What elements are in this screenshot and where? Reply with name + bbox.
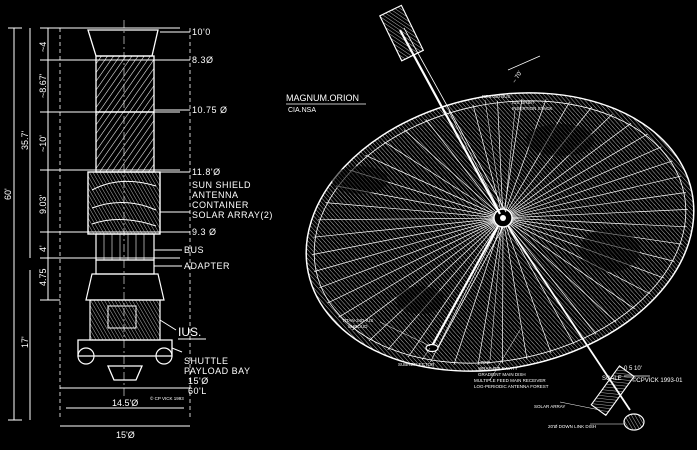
seg-dim-6: 4.75 <box>38 268 48 286</box>
callout-solar: SOLAR ARRAY <box>534 404 565 409</box>
spacecraft-title: MAGNUM.ORION <box>286 93 359 103</box>
callout-subreflector: SUBREFLECTOR <box>398 362 435 367</box>
dish-rib <box>472 104 504 219</box>
dish-rib <box>312 217 504 255</box>
dish-rib <box>502 175 681 219</box>
dish-rib <box>502 217 651 295</box>
dish-rib <box>502 217 597 335</box>
diameter-label-3: 10.75 Ø <box>192 105 228 115</box>
dish-rib <box>502 217 504 364</box>
dish-rib <box>314 217 504 272</box>
dish-rib <box>325 202 504 219</box>
dish-rib <box>502 101 570 219</box>
dish-rib <box>368 217 504 341</box>
callout-titan: TITAN-34D-IUS <box>342 318 373 323</box>
dish-rib <box>477 217 504 366</box>
dish-rib <box>425 119 504 219</box>
dish-rib <box>502 123 632 219</box>
ius-label: IUS. <box>178 325 201 339</box>
dish-rib <box>313 217 504 238</box>
solar-panel-top <box>379 4 425 62</box>
copyright: ©CPVICK 1993-01 <box>632 377 683 384</box>
callout-wrap: WRAP-RIB CAVITY <box>478 366 518 371</box>
dish-rib <box>502 217 528 360</box>
dish-rib <box>502 99 547 219</box>
diameter-label-4: 11.8'Ø <box>192 167 221 177</box>
dish-rib <box>502 217 575 345</box>
container-label: CONTAINER <box>192 200 249 210</box>
callout-downlink: 20'Ø DOWN LINK DISH <box>548 424 596 429</box>
dish-rib <box>383 141 504 219</box>
downlink-dish <box>623 413 645 431</box>
antenna-label: ANTENNA <box>192 190 239 200</box>
callout-bus: RES.050 BUS <box>482 94 511 99</box>
adapter-label: ADAPTER <box>184 261 230 271</box>
callout-ius-2: INSERTION STACK <box>512 106 552 111</box>
dish-rib <box>502 209 688 219</box>
callout-gradient: GRADIENT MAIN DISH <box>478 372 526 377</box>
dish-rib <box>319 217 504 289</box>
dish-rib <box>365 154 504 219</box>
width-dim-1: 14.5'Ø <box>112 398 138 408</box>
dish-rib <box>327 217 504 304</box>
diameter-label-5: 9.3 Ø <box>192 227 217 237</box>
diameter-label-2: 8.3Ø <box>192 55 214 65</box>
lower-height-label: 17' <box>20 336 30 348</box>
seg-dim-1: ~4 <box>38 42 48 52</box>
bay-length-label: 60'L <box>188 386 207 396</box>
svg-text:~ 70': ~ 70' <box>512 70 524 84</box>
left-signature: © CP VICK 1993 <box>150 395 184 401</box>
dish-rib <box>403 129 504 219</box>
subreflector <box>425 343 439 353</box>
dish-ribs <box>312 98 688 366</box>
seg-dim-3: ~10' <box>38 135 48 152</box>
payload-side-view: 60' 35.7' 17' ~4 ~8.67' ~10' 9.03' 4' 4.… <box>3 20 273 440</box>
width-dim-2: 15'Ø <box>116 430 135 440</box>
solar-array-lower <box>590 365 635 417</box>
bus-label: BUS <box>184 245 204 255</box>
dish-rib <box>338 217 504 318</box>
seg-dim-5: 4' <box>38 245 48 252</box>
dish-rib <box>502 217 687 228</box>
dish-rib <box>352 217 504 331</box>
main-dish <box>305 92 695 372</box>
dish-rib <box>502 160 673 219</box>
callout-dish-size: ~70'Ø <box>478 360 490 365</box>
callout-ius: IUS ORBIT <box>512 100 535 105</box>
dish-rib <box>502 146 662 219</box>
diameter-label-1: 10'0 <box>192 27 211 37</box>
callout-feed: MULTIPLE FEED MAIN RECEIVER <box>474 378 546 383</box>
bay-diameter-label: 15'Ø <box>188 376 209 386</box>
satellite-deployed-view: MAGNUM.ORION CIA.NSA ~ 70' <box>286 4 695 431</box>
seg-dim-4: 9.03' <box>38 194 48 214</box>
callout-log: LOG-PERIODIC ANTENNA FOREST <box>474 384 549 389</box>
shuttle-label: SHUTTLE <box>184 356 229 366</box>
dish-rib <box>502 217 683 245</box>
solar-array-label: SOLAR ARRAY(2) <box>192 210 273 220</box>
dish-rib <box>502 192 686 219</box>
upper-height-label: 35.7' <box>20 130 30 150</box>
dish-rib <box>502 217 552 354</box>
sun-shield-label: SUN SHIELD <box>192 180 251 190</box>
scale-marks: 0 5 10' <box>624 366 642 372</box>
spacecraft-subtitle: CIA.NSA <box>288 107 316 114</box>
dish-rib <box>502 106 592 219</box>
dish-rib <box>317 217 504 221</box>
dish-rib <box>408 217 504 358</box>
dish-rib <box>430 217 504 363</box>
dish-rib <box>502 133 648 219</box>
dish-rib <box>448 110 504 219</box>
overall-height-label: 60' <box>3 188 13 200</box>
payload-bay-label: PAYLOAD BAY <box>184 366 251 376</box>
dish-rib <box>502 113 613 219</box>
dish-rib <box>387 217 504 351</box>
dish-rib <box>497 100 504 219</box>
callout-titan-2: SHROUD <box>348 324 368 329</box>
dish-rib <box>502 217 617 323</box>
seg-dim-2: ~8.67' <box>38 73 48 98</box>
scale-label: SCALE <box>602 376 622 382</box>
dish-rib <box>502 217 635 310</box>
